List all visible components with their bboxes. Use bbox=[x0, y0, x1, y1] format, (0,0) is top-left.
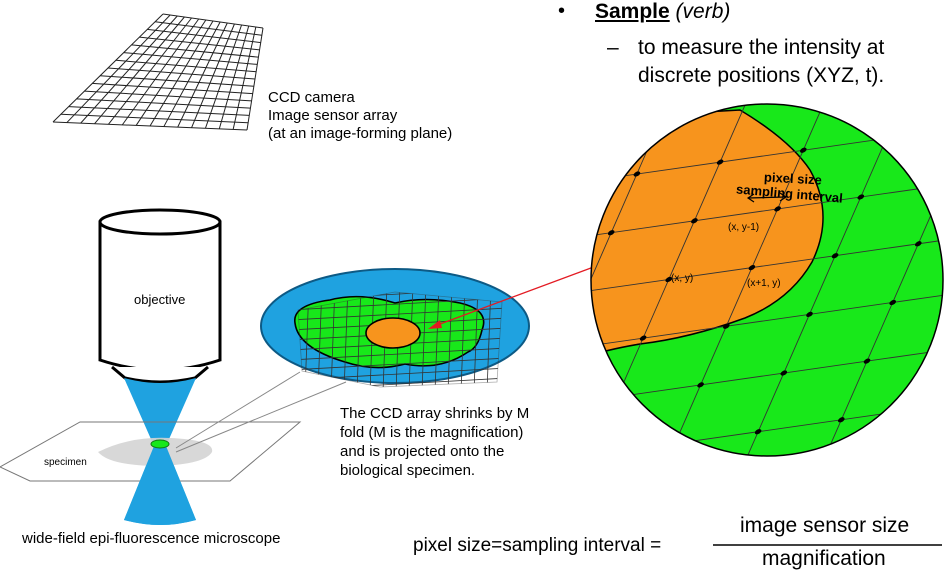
shrink-caption-line-4: biological specimen. bbox=[340, 462, 476, 479]
shrink-caption-line-3: and is projected onto the bbox=[340, 443, 505, 460]
shrink-caption-line-2: fold (M is the magnification) bbox=[340, 424, 524, 441]
sample-point bbox=[806, 311, 813, 318]
sample-point bbox=[665, 276, 673, 283]
shrink-caption-line-1: The CCD array shrinks by M bbox=[340, 405, 530, 422]
microscope-caption: wide-field epi-fluorescence microscope bbox=[22, 530, 281, 547]
sample-point bbox=[799, 147, 807, 153]
sampling-interval-arrows bbox=[746, 192, 788, 203]
definition-line-1: to measure the intensity at bbox=[638, 36, 885, 59]
specimen-dish bbox=[260, 268, 530, 388]
ccd-sensor-grid bbox=[52, 13, 264, 131]
sample-point bbox=[780, 370, 788, 376]
coord-right-label: (x+1, y) bbox=[747, 278, 781, 289]
sample-term: Sample bbox=[595, 0, 670, 23]
sample-point bbox=[914, 241, 922, 247]
connector-lines bbox=[175, 371, 347, 453]
ccd-array-label: Image sensor array bbox=[268, 107, 398, 124]
definition-line-2: discrete positions (XYZ, t). bbox=[638, 64, 885, 87]
sample-point bbox=[748, 264, 756, 271]
sample-point bbox=[633, 171, 641, 177]
sample-point bbox=[831, 253, 839, 259]
formula-denominator: magnification bbox=[762, 547, 886, 570]
coord-above-label: (x, y-1) bbox=[728, 222, 760, 233]
coord-origin-label: (x, y) bbox=[671, 273, 694, 284]
sample-point bbox=[697, 382, 704, 388]
sample-point bbox=[639, 335, 647, 341]
sample-point bbox=[774, 206, 781, 212]
formula-numerator: image sensor size bbox=[740, 514, 910, 537]
sample-heading: Sample (verb) bbox=[595, 0, 731, 23]
sample-point bbox=[691, 218, 698, 224]
sample-point bbox=[857, 194, 865, 200]
formula-lhs: pixel size=sampling interval = bbox=[413, 535, 662, 556]
zoom-circle bbox=[590, 103, 944, 457]
dash-marker: – bbox=[607, 36, 619, 59]
sample-point bbox=[722, 323, 730, 329]
ccd-plane-label: (at an image-forming plane) bbox=[268, 125, 453, 142]
sample-point bbox=[889, 299, 897, 306]
sample-point bbox=[837, 417, 845, 423]
objective-lens bbox=[98, 208, 222, 384]
red-arrow-head bbox=[428, 320, 442, 329]
red-pointer-arrow bbox=[431, 264, 600, 328]
ccd-camera-label: CCD camera bbox=[268, 89, 355, 106]
sample-part-of-speech: verb bbox=[682, 0, 724, 23]
specimen-label: specimen bbox=[44, 457, 87, 468]
sample-point bbox=[754, 429, 762, 435]
sample-point bbox=[716, 159, 724, 165]
bullet-marker: • bbox=[558, 0, 566, 22]
sample-point bbox=[863, 358, 871, 364]
sample-point bbox=[607, 230, 615, 236]
objective-label: objective bbox=[134, 292, 186, 307]
specimen-slide bbox=[0, 421, 302, 525]
